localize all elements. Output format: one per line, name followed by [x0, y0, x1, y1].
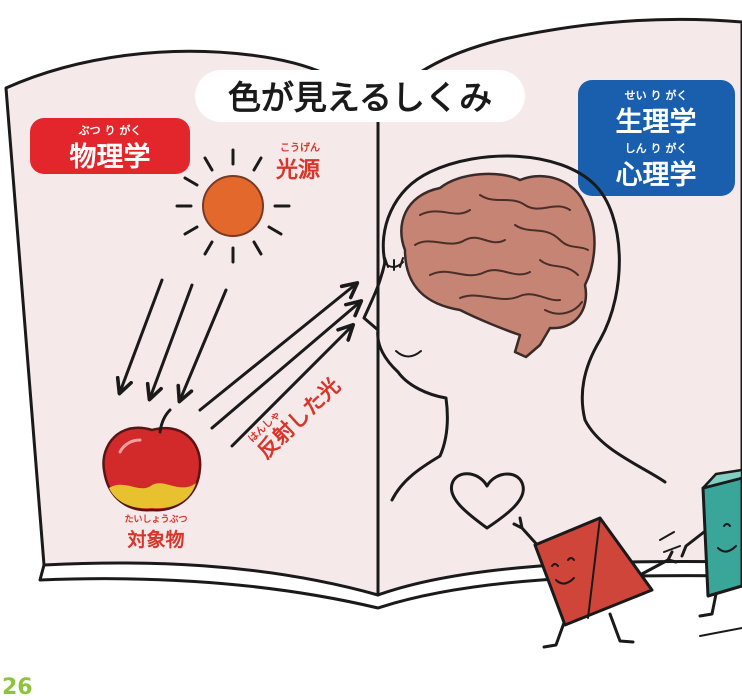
- incoming-light-arrows: [115, 278, 228, 404]
- head-outline: [381, 154, 667, 484]
- pyramid-edge: [587, 517, 601, 619]
- brain-folds: [414, 194, 589, 315]
- light-source-title: 光源: [275, 158, 320, 183]
- head-silhouette: [362, 154, 667, 502]
- light-source-label: こうげん 光源: [275, 141, 320, 183]
- physics-ruby: ぶつ り がく: [78, 123, 142, 137]
- apple-yellow-patch: [109, 483, 196, 509]
- sun-disc: [202, 175, 264, 237]
- reflected-arrow: [210, 299, 364, 430]
- incoming-arrow: [176, 288, 228, 404]
- brain-icon: [400, 172, 596, 359]
- pyramid-character: [512, 516, 678, 649]
- physics-label: ぶつ り がく 物理学: [30, 118, 190, 174]
- science-box: [578, 80, 735, 196]
- page-title: 色が見えるしくみ: [228, 78, 492, 117]
- pyramid-face: [551, 557, 575, 585]
- object-ruby: たいしょうぶつ: [124, 514, 187, 525]
- reflected-arrow: [230, 322, 356, 448]
- object-title: 対象物: [126, 528, 184, 551]
- physiology-ruby: せい り がく: [625, 88, 688, 102]
- object-label: たいしょうぶつ 対象物: [124, 514, 187, 551]
- title-banner: 色が見えるしくみ: [195, 70, 525, 122]
- pyramid-arm-right: [638, 550, 678, 577]
- cube-character: [680, 468, 742, 618]
- physics-title: 物理学: [70, 141, 151, 173]
- reflected-light-arrows: [198, 281, 364, 448]
- page-number: 26: [2, 675, 33, 700]
- apple-highlight: [118, 438, 142, 454]
- psychology-title: 心理学: [616, 159, 697, 191]
- pyramid-legs: [542, 612, 635, 649]
- cube-face: [717, 523, 737, 553]
- cube-top: [701, 468, 742, 490]
- incoming-arrow: [115, 278, 164, 396]
- title-box: [195, 70, 525, 122]
- sun-icon: [175, 148, 291, 264]
- cube-leg: [698, 592, 718, 618]
- sun-rays: [175, 148, 291, 264]
- heart-icon: [449, 472, 525, 530]
- apple-icon: [102, 408, 202, 512]
- cube-arm: [680, 530, 706, 558]
- reflected-arrow: [198, 281, 360, 412]
- psychology-ruby: しん り がく: [625, 141, 688, 155]
- apple-stem: [158, 408, 172, 434]
- physiology-title: 生理学: [616, 106, 697, 138]
- eye-icon: [383, 257, 404, 271]
- motion-lines: [659, 531, 742, 637]
- smile-mouth: [395, 350, 422, 358]
- physiology-psychology-label: せい り がく 生理学 しん り がく 心理学: [578, 80, 735, 196]
- incoming-arrow: [145, 283, 194, 402]
- light-source-ruby: こうげん: [280, 141, 320, 154]
- cube-body: [701, 476, 742, 598]
- physics-box: [30, 118, 190, 174]
- face-profile: [362, 260, 449, 502]
